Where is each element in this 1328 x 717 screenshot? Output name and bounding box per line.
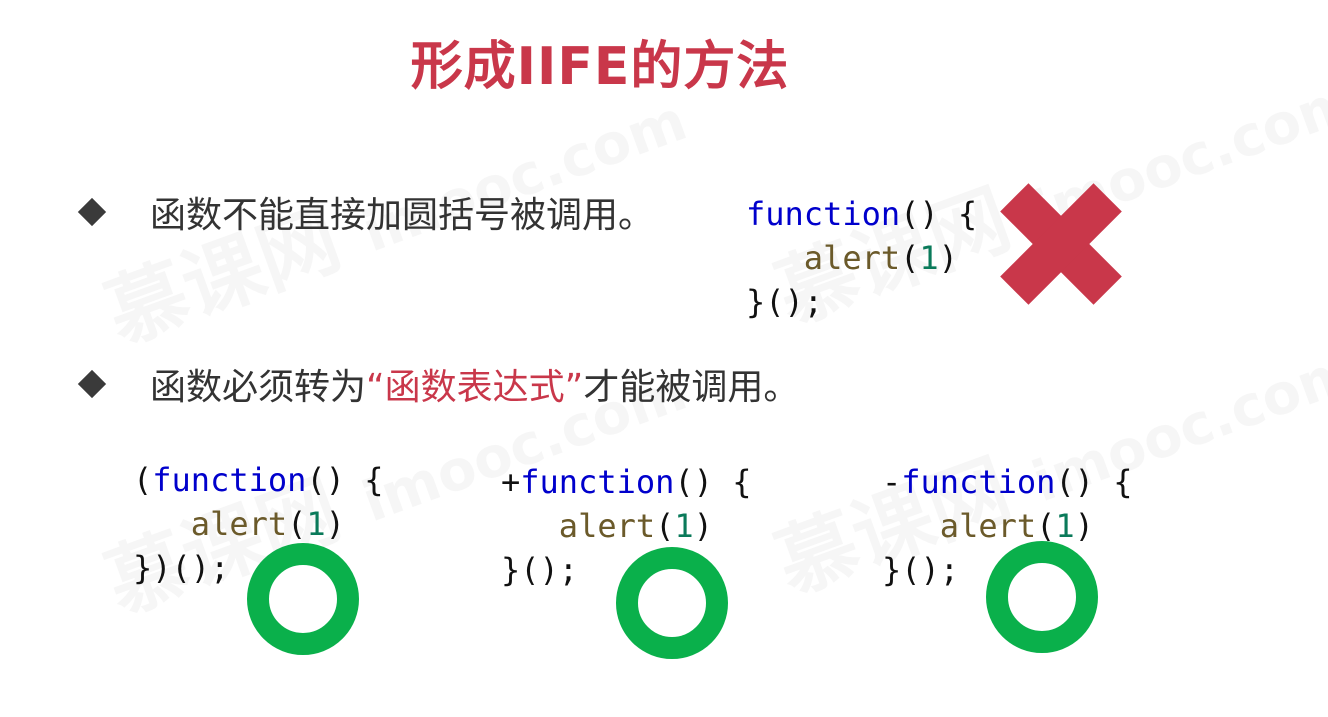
correct-circle-icon <box>986 541 1098 653</box>
code-function-call: alert <box>803 239 901 277</box>
bullet-2-text: 函数必须转为“函数表达式”才能被调用。 <box>150 367 800 408</box>
diamond-bullet-icon <box>77 197 107 227</box>
slide-title: 形成IIFE的方法 <box>410 37 790 97</box>
correct-circle-icon <box>247 543 359 655</box>
diamond-bullet-icon <box>77 369 107 399</box>
code-block-invalid: function() { alert(1) }(); <box>746 195 978 321</box>
highlight-function-expression: “函数表达式” <box>366 367 584 408</box>
correct-circle-icon <box>616 547 728 659</box>
bullet-1: 函数不能直接加圆括号被调用。 <box>77 186 655 238</box>
code-block-paren: (function() { alert(1) })(); <box>133 461 384 587</box>
code-block-plus: +function() { alert(1) }(); <box>501 463 752 589</box>
code-keyword: function <box>746 195 901 233</box>
bullet-1-text: 函数不能直接加圆括号被调用。 <box>150 195 655 236</box>
wrong-cross-icon <box>1001 184 1121 304</box>
bullet-2: 函数必须转为“函数表达式”才能被调用。 <box>77 358 800 410</box>
code-block-minus: -function() { alert(1) }(); <box>882 463 1133 589</box>
